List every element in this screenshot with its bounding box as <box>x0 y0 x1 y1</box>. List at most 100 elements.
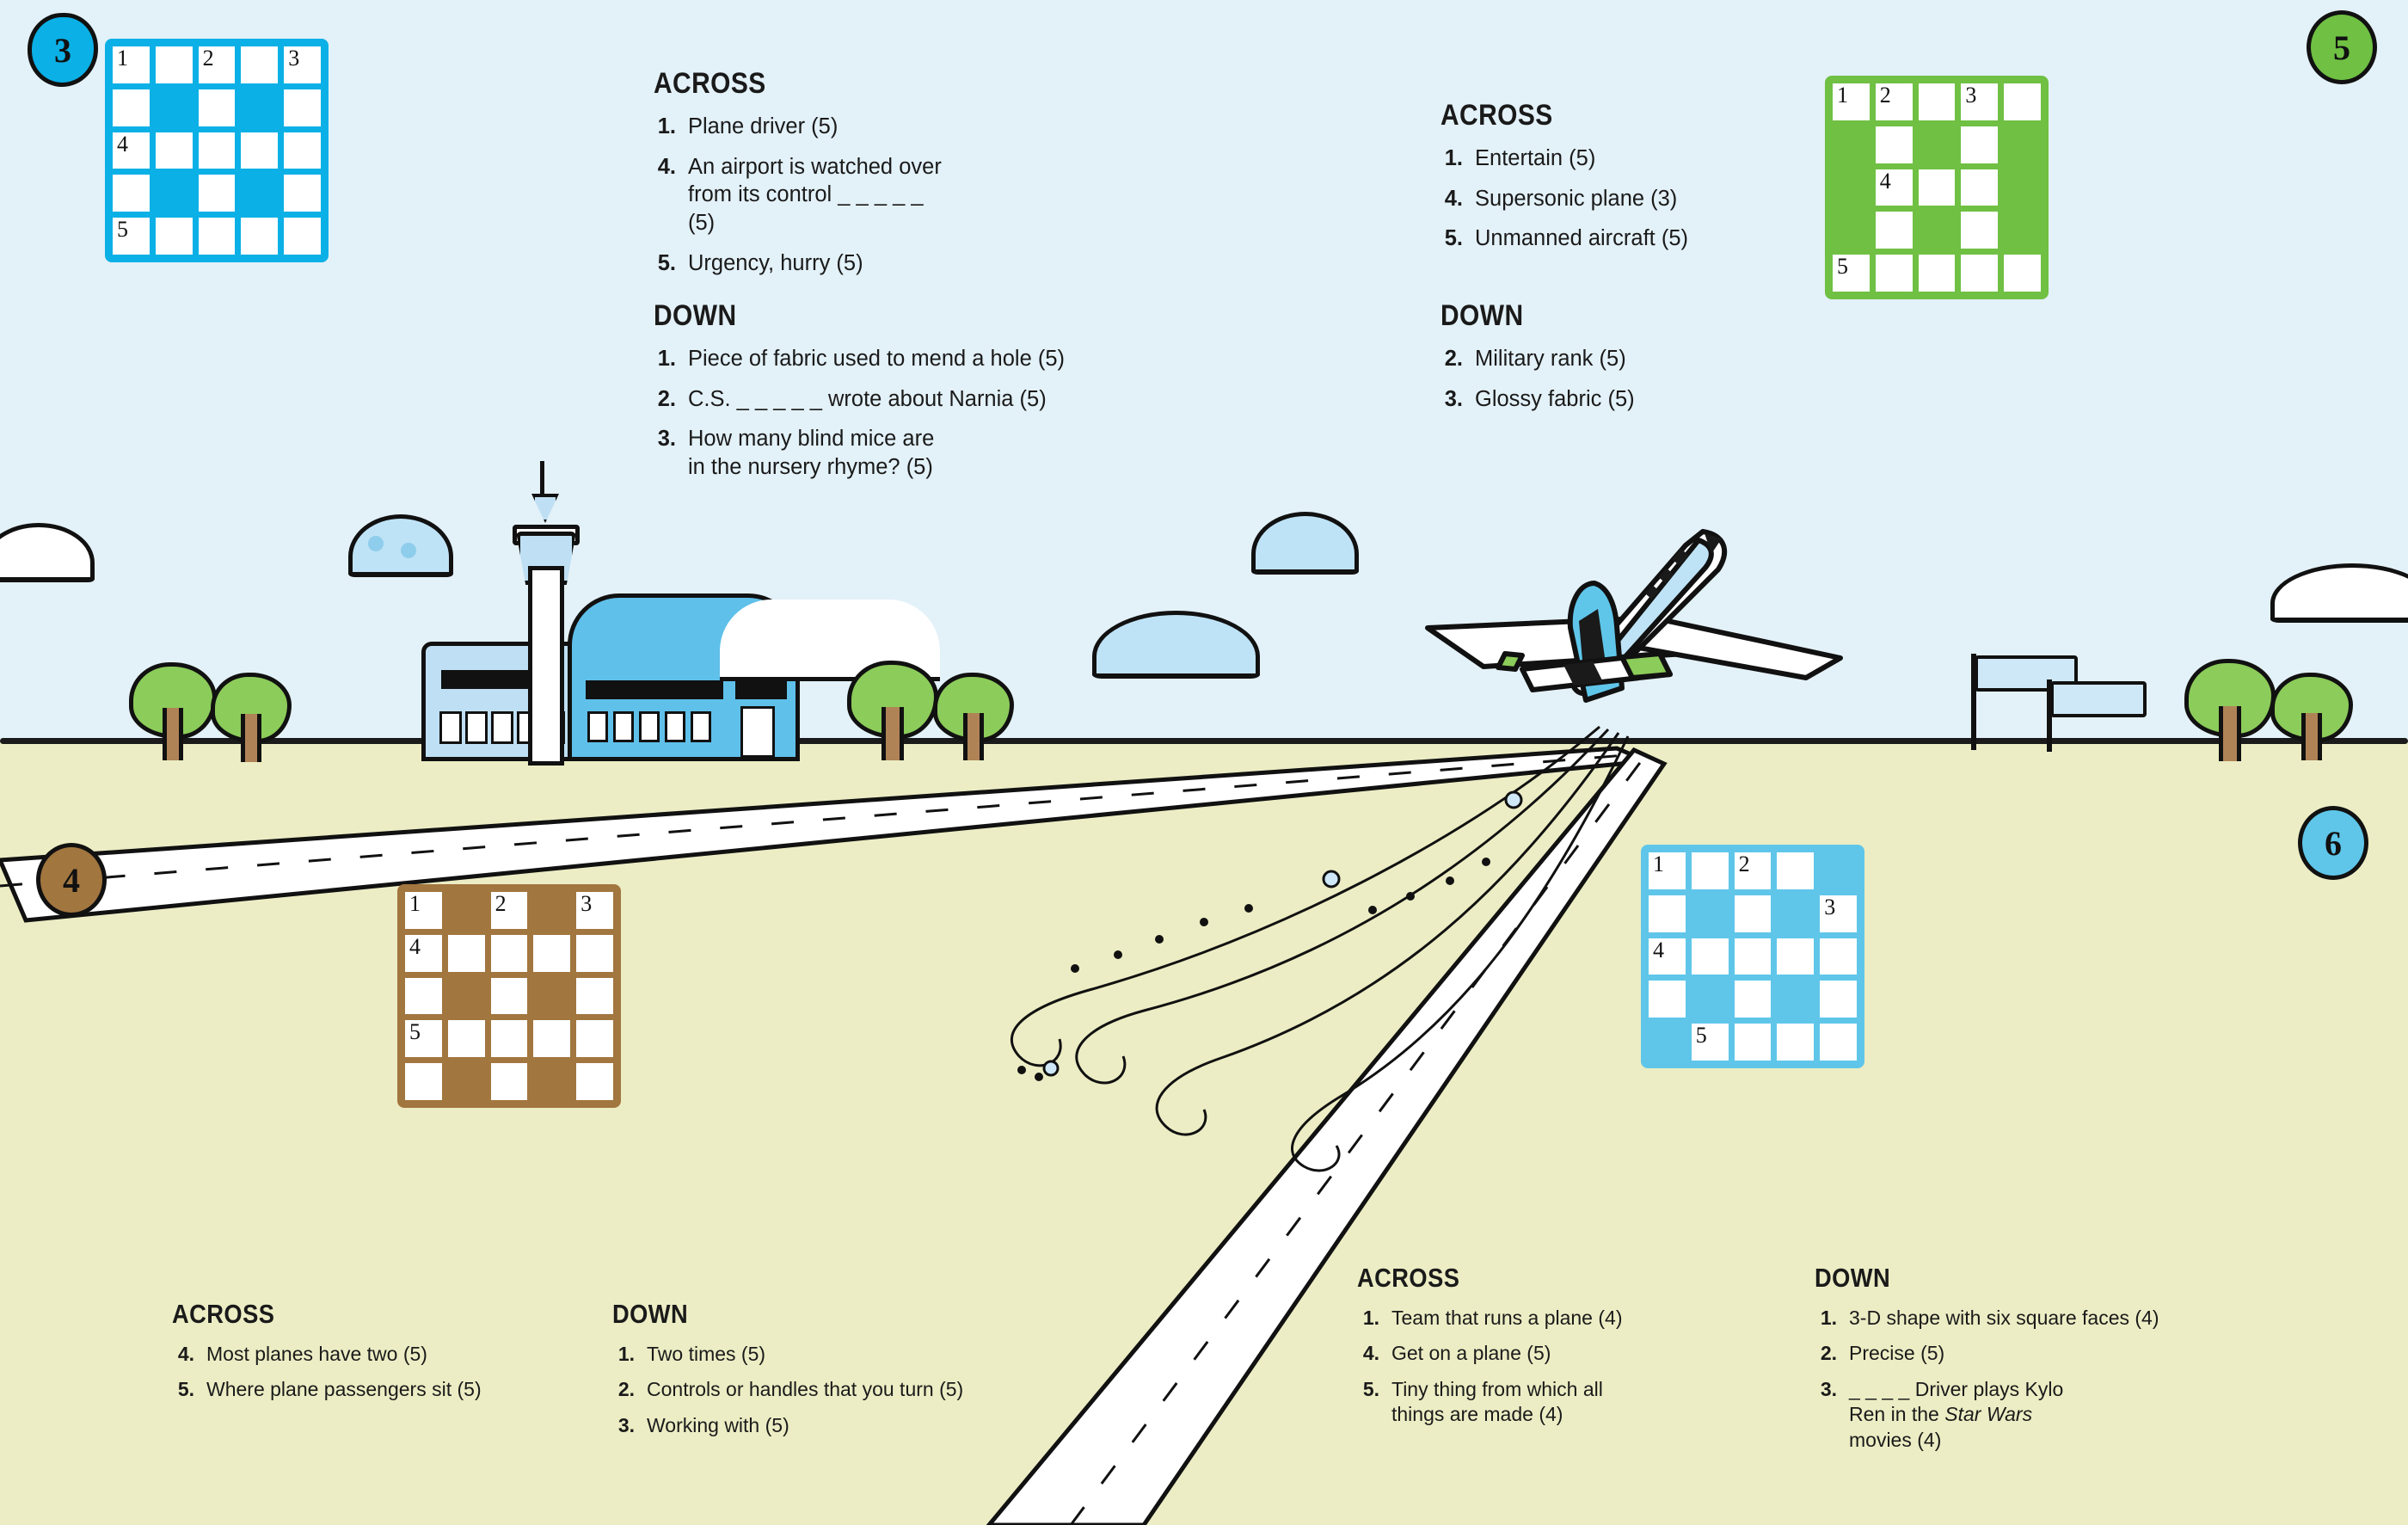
clue-item[interactable]: 5.Where plane passengers sit (5) <box>172 1377 482 1402</box>
grid-cell[interactable] <box>576 934 613 972</box>
grid-cell[interactable]: 2 <box>1875 83 1913 120</box>
grid-cell[interactable] <box>1734 895 1772 932</box>
grid-cell[interactable] <box>1961 212 1999 249</box>
clue-item[interactable]: 2.C.S. _ _ _ _ _ wrote about Narnia (5) <box>654 385 1065 414</box>
grid-cell[interactable] <box>490 977 528 1015</box>
grid-cell[interactable] <box>576 1020 613 1058</box>
grid-cell[interactable] <box>533 934 571 972</box>
grid-cell[interactable]: 3 <box>1820 895 1857 932</box>
grid-cell[interactable] <box>155 218 193 255</box>
crossword-grid-6[interactable]: 1 2 3 4 5 <box>1641 845 1864 1068</box>
grid-cell[interactable] <box>1918 255 1956 292</box>
clue-item[interactable]: 3.How many blind mice are in the nursery… <box>654 425 1065 481</box>
grid-cell[interactable]: 4 <box>405 934 442 972</box>
grid-cell[interactable] <box>1691 852 1729 889</box>
clue-item[interactable]: 2.Controls or handles that you turn (5) <box>612 1377 963 1402</box>
grid-cell[interactable] <box>155 132 193 169</box>
grid-cell[interactable] <box>198 175 236 212</box>
grid-cell[interactable] <box>1875 126 1913 163</box>
grid-cell[interactable]: 2 <box>490 892 528 929</box>
clue-item[interactable]: 2.Precise (5) <box>1815 1341 2159 1366</box>
grid-cell[interactable] <box>284 175 321 212</box>
grid-cell[interactable] <box>198 218 236 255</box>
grid-cell[interactable] <box>447 934 485 972</box>
grid-cell[interactable] <box>576 977 613 1015</box>
grid-cell[interactable] <box>490 934 528 972</box>
grid-cell[interactable] <box>1734 981 1772 1018</box>
grid-cell[interactable] <box>2004 83 2041 120</box>
grid-cell[interactable] <box>447 1020 485 1058</box>
grid-cell[interactable] <box>1649 895 1686 932</box>
grid-cell[interactable]: 5 <box>113 218 150 255</box>
grid-cell[interactable] <box>1820 1024 1857 1061</box>
grid-cell[interactable]: 1 <box>113 46 150 83</box>
grid-cell[interactable] <box>241 218 279 255</box>
grid-cell[interactable] <box>1820 938 1857 975</box>
grid-cell[interactable] <box>2004 255 2041 292</box>
clue-item[interactable]: 4.Most planes have two (5) <box>172 1342 482 1367</box>
clue-item[interactable]: 4.Get on a plane (5) <box>1357 1341 1622 1366</box>
grid-cell[interactable] <box>1649 981 1686 1018</box>
clue-item[interactable]: 3.Working with (5) <box>612 1413 963 1438</box>
clue-item[interactable]: 5.Unmanned aircraft (5) <box>1440 224 1688 253</box>
grid-cell[interactable] <box>1777 938 1815 975</box>
grid-cell[interactable]: 1 <box>1649 852 1686 889</box>
grid-cell[interactable] <box>113 175 150 212</box>
grid-cell[interactable] <box>1918 169 1956 206</box>
grid-cell[interactable]: 4 <box>113 132 150 169</box>
grid-cell[interactable] <box>576 1063 613 1100</box>
grid-cell[interactable] <box>241 132 279 169</box>
grid-cell[interactable] <box>1777 852 1815 889</box>
grid-cell[interactable]: 3 <box>284 46 321 83</box>
clue-item[interactable]: 4.An airport is watched over from its co… <box>654 153 946 237</box>
grid-cell[interactable]: 1 <box>1833 83 1870 120</box>
grid-cell[interactable] <box>1734 938 1772 975</box>
grid-cell[interactable] <box>1820 981 1857 1018</box>
grid-cell[interactable] <box>1918 83 1956 120</box>
grid-cell[interactable] <box>1691 938 1729 975</box>
grid-cell[interactable] <box>1961 255 1999 292</box>
grid-cell[interactable] <box>1734 1024 1772 1061</box>
clue-item[interactable]: 5.Urgency, hurry (5) <box>654 249 946 278</box>
clue-item[interactable]: 1.Team that runs a plane (4) <box>1357 1306 1623 1331</box>
grid-cell[interactable] <box>1961 169 1999 206</box>
grid-cell[interactable]: 2 <box>1734 852 1772 889</box>
grid-cell[interactable]: 4 <box>1649 938 1686 975</box>
grid-cell[interactable]: 5 <box>1691 1024 1729 1061</box>
grid-cell[interactable] <box>405 1063 442 1100</box>
clue-item[interactable]: 4.Supersonic plane (3) <box>1440 185 1688 213</box>
grid-cell[interactable] <box>490 1020 528 1058</box>
clue-item[interactable]: 3._ _ _ _ Driver plays Kylo Ren in the S… <box>1815 1377 2159 1453</box>
grid-cell[interactable]: 3 <box>576 892 613 929</box>
grid-cell[interactable] <box>490 1063 528 1100</box>
grid-cell[interactable]: 4 <box>1875 169 1913 206</box>
grid-cell[interactable] <box>198 89 236 126</box>
clue-item[interactable]: 1.Entertain (5) <box>1440 145 1688 173</box>
grid-cell[interactable]: 1 <box>405 892 442 929</box>
grid-cell[interactable] <box>1961 126 1999 163</box>
grid-cell[interactable] <box>1875 255 1913 292</box>
clue-item[interactable]: 5.Tiny thing from which all things are m… <box>1357 1377 1622 1428</box>
grid-cell[interactable] <box>1777 1024 1815 1061</box>
clue-item[interactable]: 1.Piece of fabric used to mend a hole (5… <box>654 345 1065 373</box>
clue-item[interactable]: 2.Military rank (5) <box>1440 345 1635 373</box>
grid-cell[interactable] <box>198 132 236 169</box>
crossword-grid-4[interactable]: 1 2 3 4 5 <box>397 884 621 1108</box>
clue-item[interactable]: 1.Plane driver (5) <box>654 113 946 141</box>
clue-item[interactable]: 3.Glossy fabric (5) <box>1440 385 1635 414</box>
grid-cell[interactable] <box>1875 212 1913 249</box>
grid-cell[interactable] <box>284 218 321 255</box>
grid-cell[interactable]: 2 <box>198 46 236 83</box>
grid-cell[interactable] <box>155 46 193 83</box>
grid-cell[interactable] <box>284 132 321 169</box>
clue-item[interactable]: 1.Two times (5) <box>612 1342 963 1367</box>
grid-cell[interactable] <box>284 89 321 126</box>
clue-item[interactable]: 1.3-D shape with six square faces (4) <box>1815 1306 2159 1331</box>
crossword-grid-3[interactable]: 1 2 3 4 5 <box>105 39 329 262</box>
grid-cell[interactable]: 5 <box>1833 255 1870 292</box>
grid-cell[interactable]: 3 <box>1961 83 1999 120</box>
grid-cell[interactable] <box>533 1020 571 1058</box>
grid-cell[interactable] <box>405 977 442 1015</box>
grid-cell[interactable]: 5 <box>405 1020 442 1058</box>
